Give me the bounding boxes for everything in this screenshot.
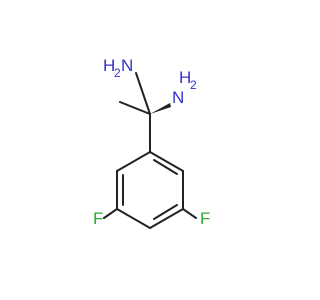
bond-n1-c1 <box>135 72 151 115</box>
wedge-bond-c2-n2 <box>150 103 171 114</box>
bonds <box>103 72 197 229</box>
atom-n2-symbol: N <box>172 88 184 107</box>
atom-n2-h-count: 2 <box>190 78 197 92</box>
ring-bond-6 <box>116 151 151 172</box>
ring-bond-1 <box>149 151 184 172</box>
atom-n1: H 2 N <box>103 56 133 80</box>
ring-double-1 <box>153 159 178 175</box>
atom-n2: H 2 N <box>172 68 197 107</box>
atom-n1-symbol: N <box>121 56 133 75</box>
bond-c1-c2 <box>119 101 151 115</box>
molecule-structure: H 2 N H 2 N F F <box>93 56 210 229</box>
atom-f1: F <box>93 209 103 228</box>
ring-double-2 <box>153 204 178 220</box>
ring-bond-4 <box>116 208 151 229</box>
atom-f2: F <box>200 209 210 228</box>
atom-n1-h: H <box>103 56 115 75</box>
bond-c-f1 <box>103 208 118 219</box>
atom-n2-h: H <box>179 68 191 87</box>
atom-n1-h-count: 2 <box>114 66 121 80</box>
bond-c-f2 <box>182 208 197 219</box>
ring-bond-3 <box>149 208 184 229</box>
